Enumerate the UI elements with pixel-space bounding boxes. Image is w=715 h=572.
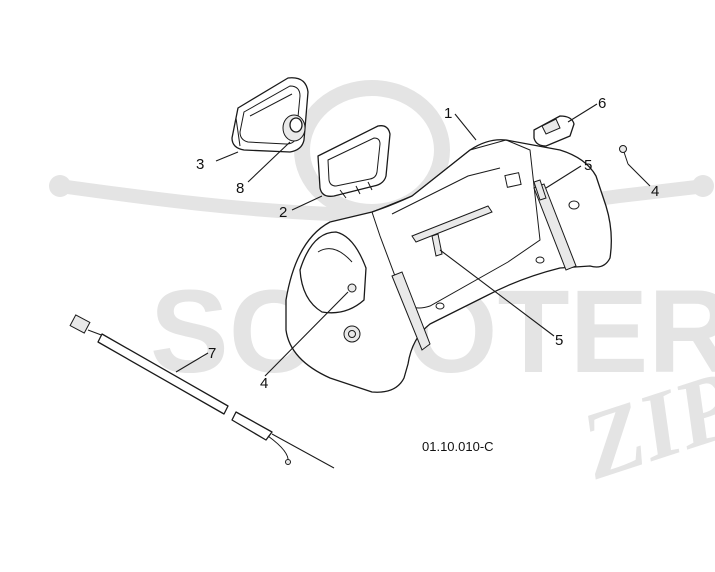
watermark-grip-left — [49, 175, 71, 197]
callout-8: 8 — [236, 180, 244, 197]
callout-7: 7 — [208, 345, 216, 362]
reference-code: 01.10.010-C — [422, 439, 494, 454]
callout-2: 2 — [279, 204, 287, 221]
callout-6: 6 — [598, 95, 606, 112]
callout-4-left: 4 — [260, 375, 268, 392]
part-5-clip-right — [533, 179, 547, 201]
callout-4-right: 4 — [651, 183, 659, 200]
part-5-clip-center — [431, 233, 443, 257]
callout-1: 1 — [444, 105, 452, 122]
part-2-frame — [317, 125, 391, 199]
part-4-screw-right — [619, 145, 629, 165]
leader-lines — [175, 103, 651, 377]
part-8-bulb — [282, 114, 306, 142]
part-7-cable — [69, 314, 335, 469]
part-6-switch — [533, 115, 575, 147]
watermark-grip-right — [692, 175, 714, 197]
callout-5-right: 5 — [584, 157, 592, 174]
part-1-fairing — [285, 139, 612, 393]
part-4-screw-left — [347, 283, 357, 293]
callout-3: 3 — [196, 156, 204, 173]
callouts: 1 2 3 4 4 5 5 6 7 8 — [196, 95, 659, 392]
callout-5-center: 5 — [555, 332, 563, 349]
